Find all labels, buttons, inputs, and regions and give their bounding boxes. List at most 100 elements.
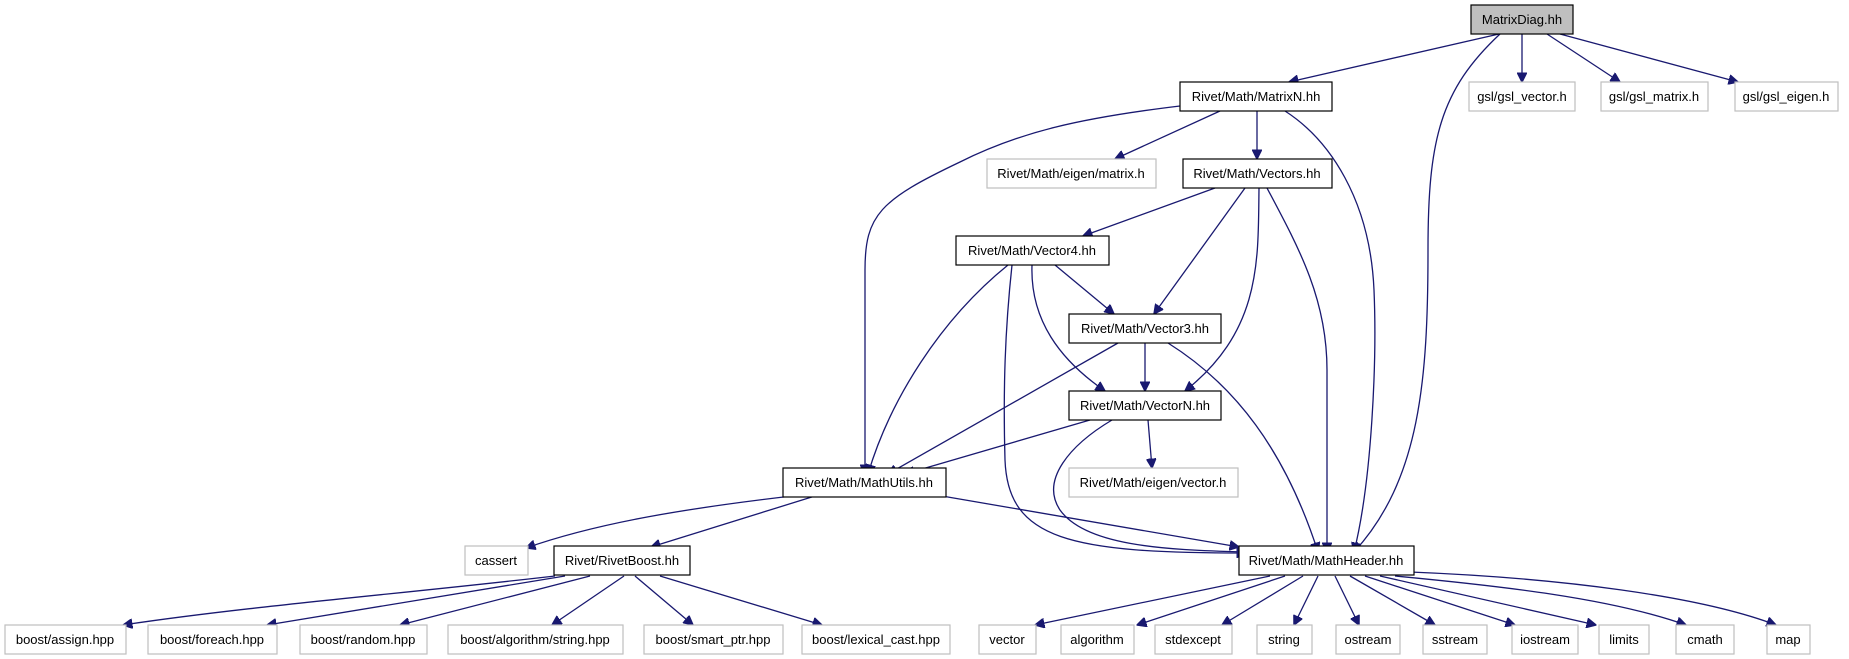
node-label: stdexcept [1165,632,1221,647]
node-label: boost/random.hpp [311,632,416,647]
node-label: cmath [1687,632,1722,647]
node-label: gsl/gsl_matrix.h [1609,89,1699,104]
node-gsl-matrix[interactable]: gsl/gsl_matrix.h [1600,81,1709,112]
node-label: algorithm [1070,632,1123,647]
edge-vector4-mathheader [1003,264,1246,553]
node-label: string [1268,632,1300,647]
edge-rivetboost-boost-lexical-cast [659,575,822,625]
node-label: gsl/gsl_vector.h [1477,89,1567,104]
edge-mathheader-map [1409,571,1776,625]
edge-mathheader-vector [1035,575,1271,625]
node-label: Rivet/Math/Vector4.hh [968,243,1096,258]
node-label: Rivet/RivetBoost.hh [565,553,679,568]
edge-vectors-mathheader [1266,187,1327,552]
edge-rivetboost-boost-smart-ptr [634,575,693,625]
edge-matrixn-eigen-matrix [1115,110,1221,159]
edge-rivetboost-boost-assign [123,575,556,625]
edge-mathheader-algorithm [1137,575,1286,625]
edge-vectors-vector4 [1083,187,1216,236]
node-vectors[interactable]: Rivet/Math/Vectors.hh [1182,158,1333,189]
node-label: cassert [475,553,517,568]
node-iostream[interactable]: iostream [1511,624,1579,655]
node-ostream[interactable]: ostream [1335,624,1401,655]
edge-mathutils-mathheader [941,495,1239,547]
node-label: Rivet/Math/VectorN.hh [1080,398,1210,413]
node-limits[interactable]: limits [1598,624,1650,655]
edge-matrixn-mathheader [1284,110,1376,552]
edge-mathheader-stdexcept [1222,575,1304,625]
node-mathutils[interactable]: Rivet/Math/MathUtils.hh [782,467,947,498]
edge-vectorn-mathheader [1053,419,1246,552]
edge-vectors-vectorn [1185,187,1260,391]
node-boost-assign[interactable]: boost/assign.hpp [4,624,127,655]
node-vector[interactable]: vector [978,624,1037,655]
node-label: ostream [1345,632,1392,647]
node-stdexcept[interactable]: stdexcept [1154,624,1233,655]
node-eigen-matrix[interactable]: Rivet/Math/eigen/matrix.h [986,158,1157,189]
edge-matrixdiag-gsl-matrix [1546,33,1620,82]
node-cassert[interactable]: cassert [464,545,529,576]
node-string[interactable]: string [1256,624,1313,655]
node-label: MatrixDiag.hh [1482,12,1562,27]
node-label: Rivet/Math/eigen/vector.h [1080,475,1227,490]
node-boost-foreach[interactable]: boost/foreach.hpp [147,624,278,655]
node-map[interactable]: map [1766,624,1811,655]
edge-matrixdiag-gsl-eigen [1559,33,1738,82]
edge-matrixdiag-matrixn [1289,33,1500,82]
edge-vector4-mathutils [868,264,1009,474]
edge-vectors-vector3 [1154,187,1246,314]
node-vector4[interactable]: Rivet/Math/Vector4.hh [955,235,1110,266]
node-label: sstream [1432,632,1478,647]
edge-rivetboost-boost-random [400,575,591,625]
edge-mathutils-cassert [526,495,793,548]
edge-rivetboost-boost-foreach [267,575,566,625]
node-eigen-vector[interactable]: Rivet/Math/eigen/vector.h [1068,467,1239,498]
node-sstream[interactable]: sstream [1422,624,1488,655]
node-cmath[interactable]: cmath [1675,624,1735,655]
node-boost-smart-ptr[interactable]: boost/smart_ptr.hpp [643,624,784,655]
node-vectorn[interactable]: Rivet/Math/VectorN.hh [1068,390,1222,421]
node-boost-lexical-cast[interactable]: boost/lexical_cast.hpp [801,624,951,655]
edge-layer [123,33,1776,625]
node-label: gsl/gsl_eigen.h [1743,89,1830,104]
node-matrixdiag[interactable]: MatrixDiag.hh [1470,4,1574,35]
node-vector3[interactable]: Rivet/Math/Vector3.hh [1068,313,1222,344]
edge-mathutils-rivetboost [651,495,816,547]
edge-rivetboost-boost-algorithm-string [552,575,625,625]
node-label: Rivet/Math/MathHeader.hh [1249,553,1404,568]
node-label: vector [989,632,1025,647]
edge-mathheader-ostream [1334,575,1359,625]
edge-vector3-mathheader [1167,342,1318,552]
node-label: map [1775,632,1800,647]
edge-matrixdiag-mathheader [1354,33,1501,552]
node-label: iostream [1520,632,1570,647]
edge-mathheader-cmath [1394,575,1686,625]
edge-mathheader-iostream [1364,575,1515,625]
edge-vector3-mathutils [888,342,1119,474]
node-label: Rivet/Math/Vectors.hh [1193,166,1320,181]
node-label: boost/algorithm/string.hpp [460,632,610,647]
node-boost-algorithm-string[interactable]: boost/algorithm/string.hpp [447,624,624,655]
node-label: Rivet/Math/Vector3.hh [1081,321,1209,336]
edge-vectorn-eigen-vector [1148,419,1152,468]
edge-mathheader-limits [1379,575,1596,625]
node-label: Rivet/Math/MatrixN.hh [1192,89,1321,104]
node-rivetboost[interactable]: Rivet/RivetBoost.hh [553,545,691,576]
node-label: boost/smart_ptr.hpp [656,632,771,647]
node-label: boost/foreach.hpp [160,632,264,647]
node-label: limits [1609,632,1639,647]
edge-mathheader-string [1294,575,1319,625]
edge-vectorn-mathutils [905,419,1091,474]
node-label: boost/assign.hpp [16,632,114,647]
edge-vector4-vector3 [1054,264,1114,314]
edge-vector4-vectorn [1031,264,1105,391]
node-boost-random[interactable]: boost/random.hpp [299,624,428,655]
node-gsl-vector[interactable]: gsl/gsl_vector.h [1468,81,1576,112]
node-label: Rivet/Math/eigen/matrix.h [997,166,1144,181]
node-gsl-eigen[interactable]: gsl/gsl_eigen.h [1734,81,1839,112]
edge-matrixn-mathutils [865,105,1181,474]
node-algorithm[interactable]: algorithm [1060,624,1135,655]
node-mathheader[interactable]: Rivet/Math/MathHeader.hh [1238,545,1415,576]
node-matrixn[interactable]: Rivet/Math/MatrixN.hh [1179,81,1333,112]
